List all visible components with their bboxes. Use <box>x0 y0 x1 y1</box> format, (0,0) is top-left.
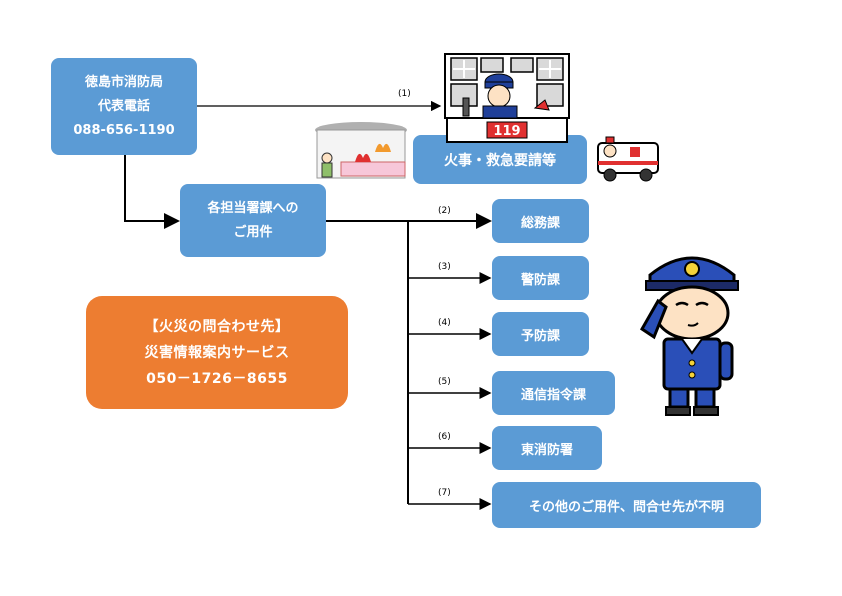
label-6: (6) <box>438 432 451 442</box>
dept-line2: ご用件 <box>233 224 273 240</box>
destination-higashi: 東消防署 <box>492 426 602 470</box>
ambulance-icon <box>597 136 659 182</box>
fire-info-title: 【火災の問合わせ先】 <box>144 318 290 335</box>
board-number: 119 <box>493 124 520 139</box>
emergency-label: 火事・救急要請等 <box>444 152 556 169</box>
destination-other: その他のご用件、問合せ先が不明 <box>492 482 761 528</box>
dept-box: 各担当署課への ご用件 <box>180 184 326 257</box>
destination-soumu: 総務課 <box>492 199 589 243</box>
arrow-hq-dept <box>124 155 180 229</box>
destination-label: 予防課 <box>520 328 560 344</box>
destination-label: 東消防署 <box>520 442 573 458</box>
hq-phone: 088-656-1190 <box>73 122 175 138</box>
hq-name: 徳島市消防局 <box>84 74 163 90</box>
destination-yobou: 予防課 <box>492 312 589 356</box>
destination-label: 総務課 <box>520 215 560 231</box>
destination-label: 通信指令課 <box>520 387 586 403</box>
destination-tsushin: 通信指令課 <box>492 371 615 415</box>
hq-box: 徳島市消防局 代表電話 088-656-1190 <box>51 58 197 155</box>
dept-line1: 各担当署課への <box>207 200 299 216</box>
label-3: (3) <box>438 262 451 272</box>
firefighter-salute-icon <box>640 256 739 416</box>
label-7: (7) <box>438 488 451 498</box>
emergency-box: 火事・救急要請等 <box>413 135 587 184</box>
dispatcher-icon: 119 <box>444 53 570 143</box>
destination-keibou: 警防課 <box>492 256 589 300</box>
label-1: (1) <box>398 89 411 99</box>
burning-house-icon <box>315 122 407 179</box>
label-2: (2) <box>438 206 451 216</box>
label-5: (5) <box>438 377 451 387</box>
fire-info-service: 災害情報案内サービス <box>144 344 290 361</box>
fire-info-phone: 050－1726－8655 <box>146 370 288 387</box>
destination-label: その他のご用件、問合せ先が不明 <box>528 499 724 515</box>
destination-label: 警防課 <box>520 272 560 288</box>
hq-subtitle: 代表電話 <box>97 98 150 114</box>
label-4: (4) <box>438 318 451 328</box>
fire-info-box: 【火災の問合わせ先】 災害情報案内サービス 050－1726－8655 <box>86 296 348 409</box>
